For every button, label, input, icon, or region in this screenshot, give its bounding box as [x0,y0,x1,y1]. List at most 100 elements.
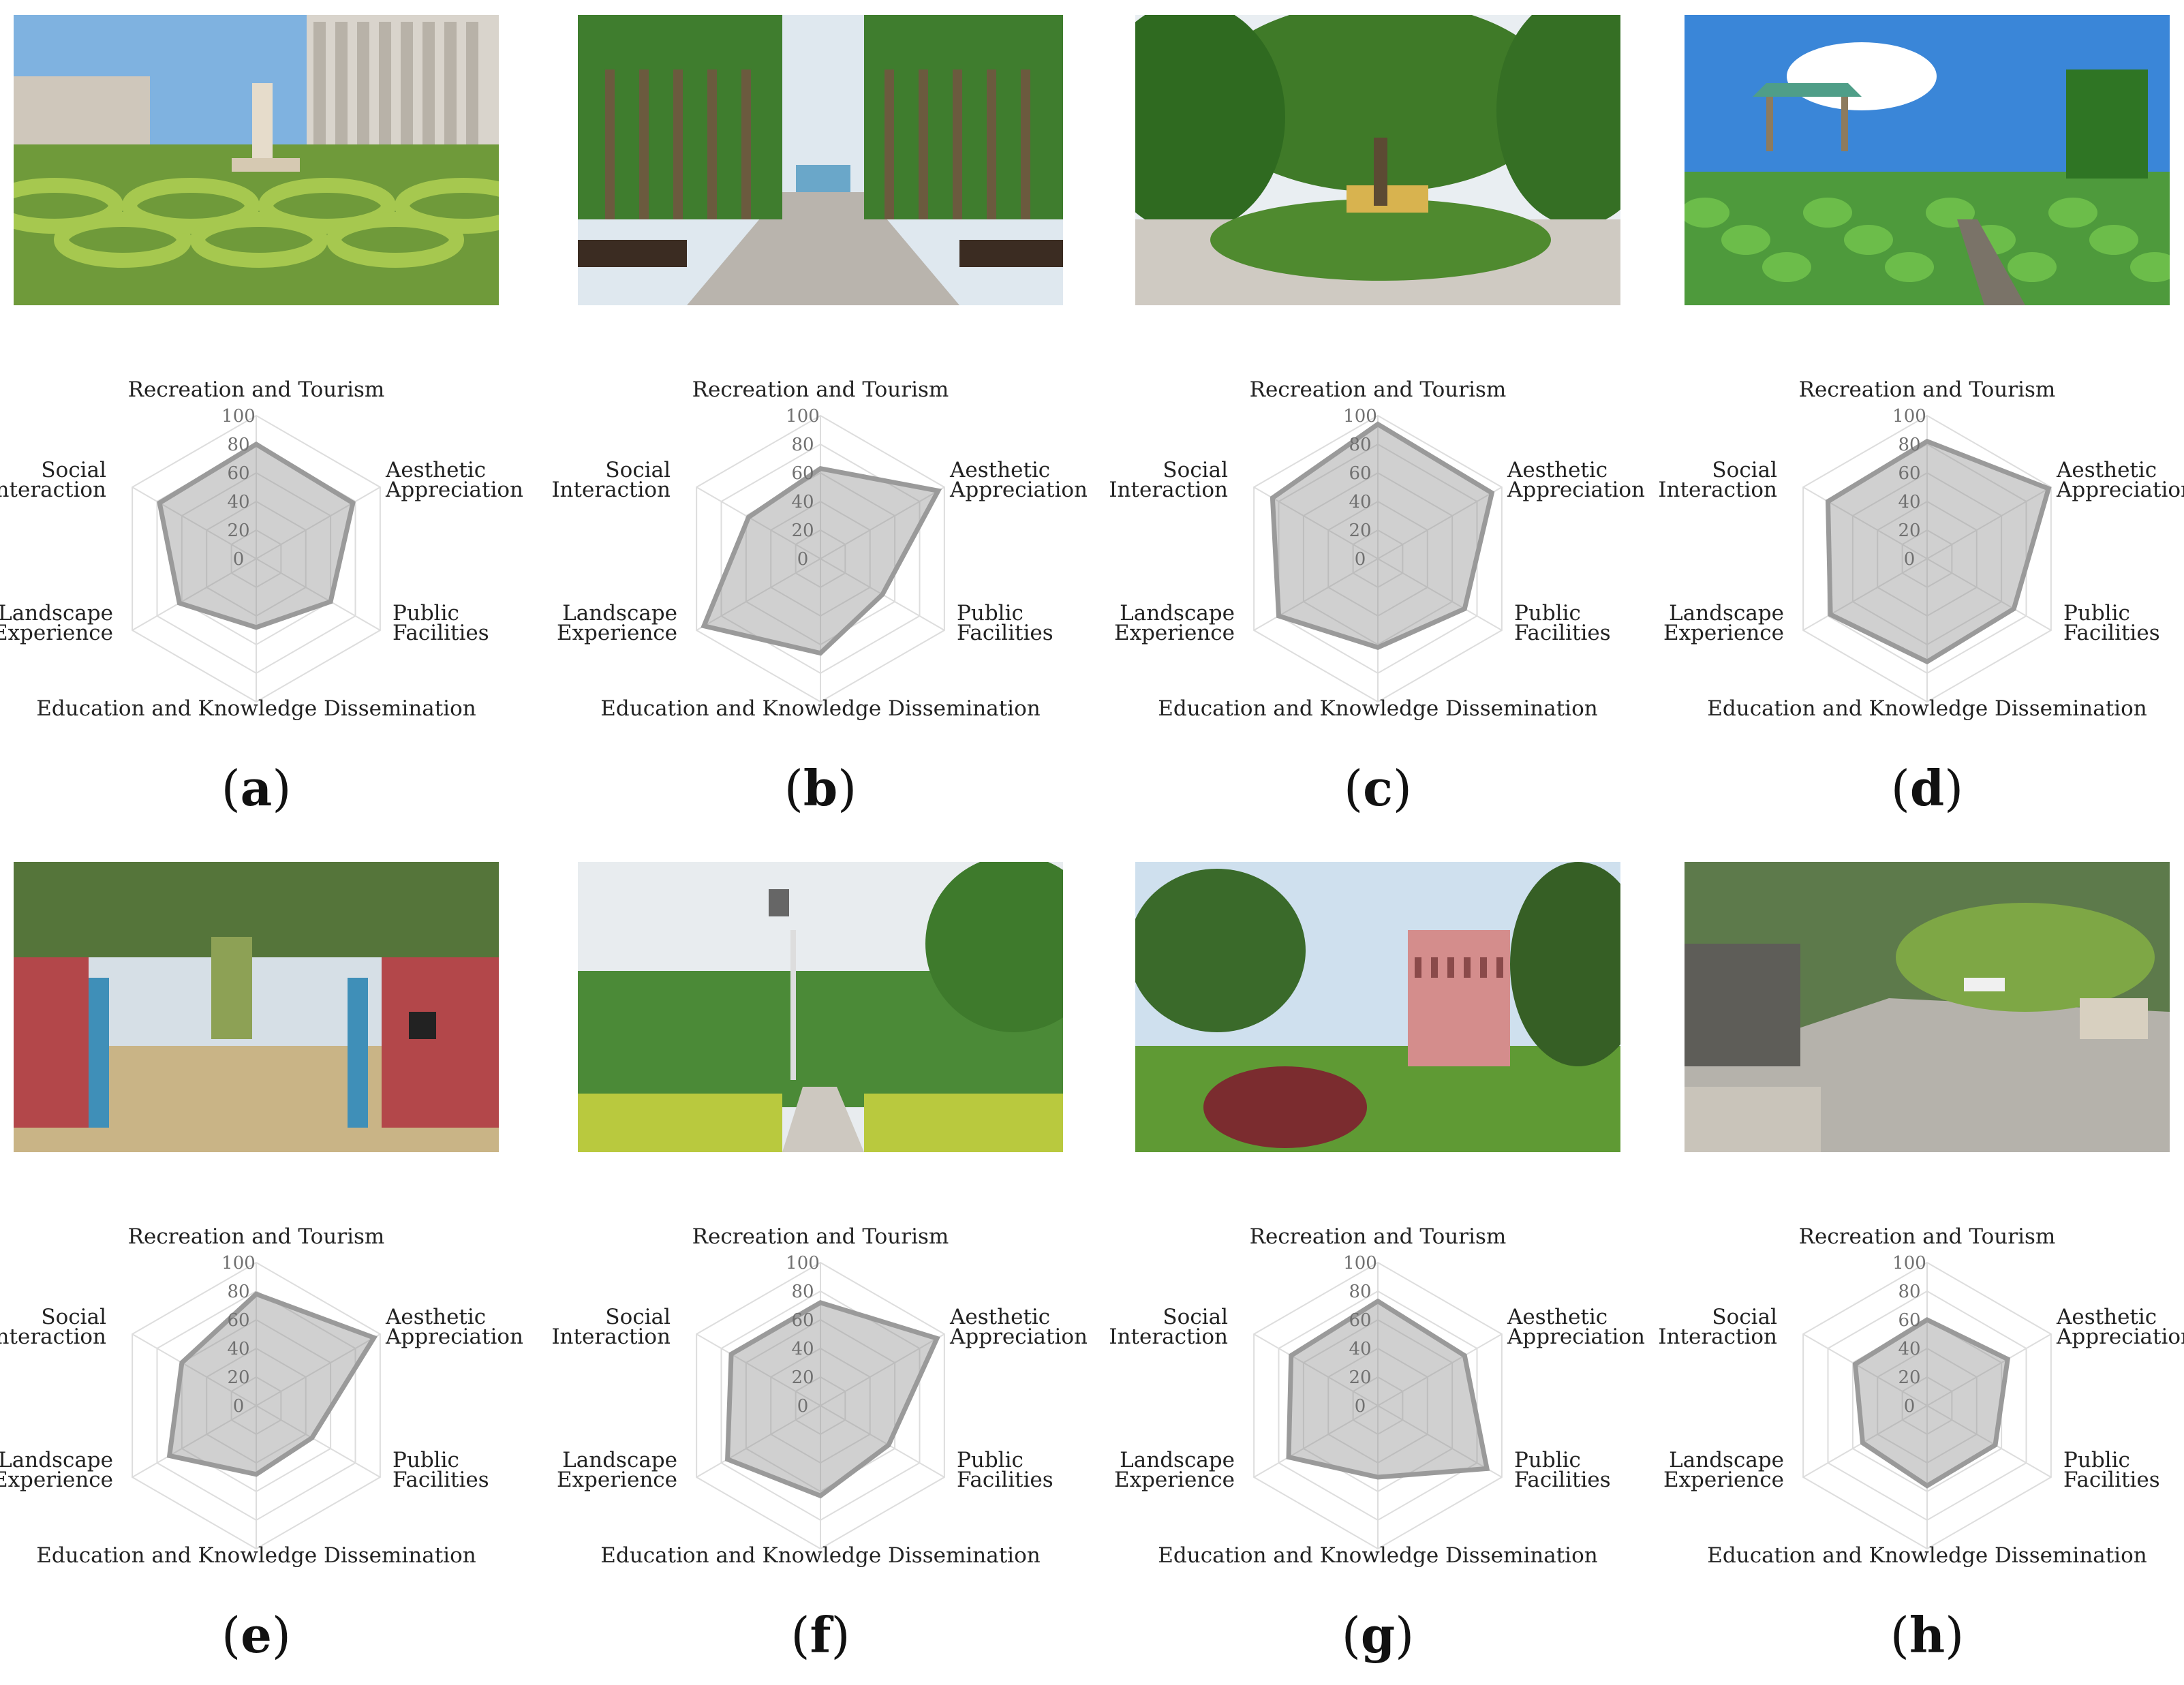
data-point [936,1337,938,1340]
tick-label: 40 [1898,1339,1920,1359]
data-point [352,501,354,504]
tick-label: 80 [1898,1282,1920,1302]
axis-spoke [256,486,381,559]
tick-label: 80 [1349,1282,1371,1302]
axis-spoke [820,1405,945,1478]
tick-label: 60 [791,1310,814,1331]
axis-spoke [1377,486,1503,559]
axis-spoke [1802,1333,1928,1406]
data-point [255,626,258,629]
tick-label: 0 [233,549,245,570]
axis-label: Recreation and Tourism [692,1224,949,1249]
tick-label: 40 [791,1339,814,1359]
data-point [1287,1456,1290,1459]
axis-spoke [696,1405,821,1478]
tick-label: 0 [1355,1396,1366,1417]
axis-label: Education and Knowledge Dissemination [1707,696,2147,721]
data-point [1463,608,1466,610]
panel-letter: c [1363,759,1393,817]
photo-e [14,862,499,1152]
data-point [1271,497,1274,499]
data-point [1376,646,1379,649]
data-point [881,593,884,596]
photo-park-tree-path [1135,15,1620,305]
data-point [748,516,750,519]
photo-tree-avenue-benches [578,15,1063,305]
data-point [887,1444,890,1447]
panel-label: (d) [1890,759,1964,817]
photo-c [1135,15,1620,305]
axis-spoke [1253,1333,1379,1406]
axis-spoke [696,486,821,559]
tick-label: 60 [791,463,814,484]
panel-label: (c) [1343,759,1413,817]
tick-label: 40 [227,492,249,512]
axis-spoke [132,558,257,631]
tick-label: 0 [233,1396,245,1417]
axis-spoke [1377,1333,1503,1406]
axis-label: Education and Knowledge Dissemination [36,1543,476,1568]
panel-letter: h [1909,1606,1945,1664]
axis-label: Recreation and Tourism [1799,1224,2056,1249]
panel-label: (h) [1890,1606,1965,1664]
data-point [158,501,161,504]
data-point [311,1436,313,1439]
axis-label: Recreation and Tourism [128,1224,385,1249]
tick-label: 80 [791,435,814,455]
photo-lotus-pond-pavilion [1685,15,2170,305]
tick-label: 20 [1898,521,1920,541]
data-point [1926,440,1928,443]
data-point [1827,500,1830,503]
panel-label: (f) [790,1606,850,1664]
data-point [1861,1442,1864,1444]
tick-label: 60 [227,1310,249,1331]
tick-label: 40 [1898,492,1920,512]
data-point [373,1336,375,1339]
axis-spoke [1802,1405,1928,1478]
panel-label: (b) [784,759,857,817]
data-point [1376,1476,1379,1479]
axis-spoke [1802,486,1928,559]
photo-b [578,15,1063,305]
axis-spoke [820,486,945,559]
tick-label: 40 [791,492,814,512]
tick-label: 60 [227,463,249,484]
tick-label: 80 [227,1282,249,1302]
tick-label: 100 [221,406,256,427]
tick-label: 20 [791,1367,814,1388]
tick-label: 60 [1898,463,1920,484]
series-polygon [1286,1298,1490,1480]
axis-spoke [256,1405,381,1478]
axis-spoke [820,1333,945,1406]
tick-label: 80 [227,435,249,455]
data-point [255,443,258,446]
axis-spoke [1926,558,2052,631]
data-point [329,600,332,603]
tick-label: 100 [1343,1253,1377,1273]
axis-spoke [1926,486,2052,559]
photo-a [14,15,499,305]
